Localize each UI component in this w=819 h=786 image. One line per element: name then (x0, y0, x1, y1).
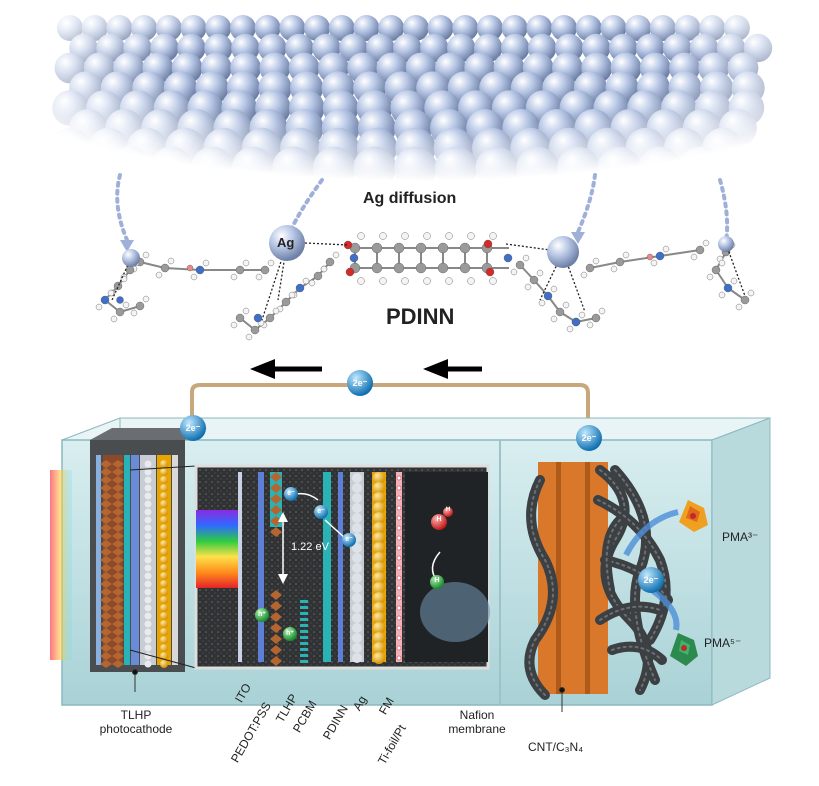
electron-ball-top (347, 370, 373, 396)
electron-flow-arrows (250, 359, 482, 379)
pma-reduced-label: PMA⁵⁻ (704, 636, 742, 650)
electron-ball-right (576, 425, 602, 451)
anode-label: CNT/C₃N₄ (528, 740, 584, 754)
water-h-label-1: H (436, 516, 442, 523)
anode (524, 462, 673, 700)
zoomed-layer-panel (194, 464, 490, 670)
membrane-label: Nafion membrane (448, 708, 506, 736)
water-h-label-2: H (445, 507, 451, 513)
ag-atom-label: Ag (277, 235, 295, 250)
electron-label-1: e⁻ (287, 490, 295, 497)
pma-oxidized-cluster (679, 500, 708, 532)
electron-badge-right: 2e⁻ (581, 433, 597, 443)
hole-label-2: h⁺ (286, 630, 294, 637)
electron-label-3: e⁻ (345, 536, 353, 543)
ag-atom-right (547, 236, 579, 268)
ag-atom (269, 225, 305, 261)
water-h-label-3: H (434, 577, 440, 584)
pma-oxidized-label: PMA³⁻ (722, 530, 759, 544)
electron-badge-top: 2e⁻ (352, 378, 368, 388)
photocathode-label: TLHP photocathode (99, 708, 173, 736)
energy-gap-label: 1.22 eV (291, 541, 329, 553)
electron-label-2: e⁻ (317, 508, 325, 515)
electron-badge-left: 2e⁻ (185, 423, 201, 433)
hole-label-1: h⁺ (258, 611, 266, 618)
external-circuit-wire (190, 383, 590, 462)
electron-ball-anode (638, 567, 664, 593)
pdinn-label: PDINN (386, 304, 455, 329)
electron-badge-anode: 2e⁻ (643, 575, 659, 585)
electron-ball-left (180, 415, 206, 441)
pma-reduced-cluster (670, 633, 698, 666)
ag-diffusion-label: Ag diffusion (363, 190, 457, 207)
pdinn-molecule (95, 232, 755, 341)
